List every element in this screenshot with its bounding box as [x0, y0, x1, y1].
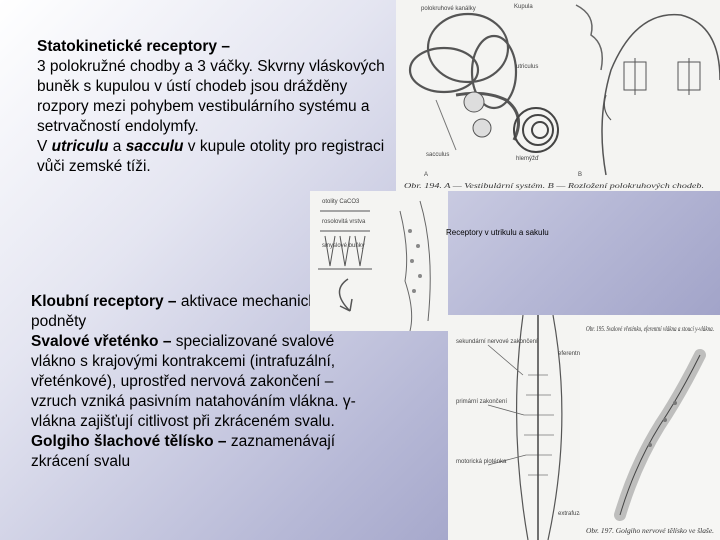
- statokinetic-description: 3 polokružné chodby a 3 váčky. Skvrny vl…: [37, 58, 385, 135]
- label-sacculus: sacculus: [426, 152, 449, 158]
- proprioceptor-text: Kloubní receptory – aktivace mechanickým…: [31, 292, 361, 472]
- golgi-tendon-figure: Obr. 195. Svalové vřeténko, eferentní vl…: [580, 315, 720, 540]
- text-a: a: [108, 138, 126, 155]
- label-secondary-ending: sekundární nervové zakončení: [456, 339, 538, 345]
- label-a: A: [424, 172, 428, 178]
- label-primary-ending: primární zakončení: [456, 399, 507, 405]
- otolith-receptors-figure: otolity CaCO3 rosolovitá vrstva smyslové…: [310, 191, 448, 331]
- golgi-organ-heading: Golgiho šlachové tělísko –: [31, 433, 227, 450]
- golgi-organ-text: zaznamenávají zkrácení svalu: [31, 433, 336, 470]
- otolith-drawing: otolity CaCO3 rosolovitá vrstva smyslové…: [318, 199, 431, 331]
- joint-receptors-text: aktivace mechanickými podněty: [31, 293, 341, 330]
- label-motor-plate: motorická ploténka: [456, 459, 507, 465]
- label-kupula: Kupula: [514, 4, 533, 10]
- label-b: B: [578, 172, 582, 178]
- label-utriculus: utriculus: [516, 64, 538, 70]
- label-otoliths: otolity CaCO3: [322, 199, 360, 205]
- statokinetic-text: Statokinetické receptory – 3 polokružné …: [37, 37, 397, 177]
- label-canals: polokruhové kanálky: [421, 6, 476, 12]
- receptors-caption: Receptory v utrikulu a sakulu: [446, 228, 549, 237]
- vestibular-drawing: polokruhové kanálky Kupula utriculus sac…: [404, 4, 720, 190]
- label-gel-layer: rosolovitá vrstva: [322, 219, 366, 225]
- muscle-spindle-text: specializované svalové vlákno s krajovým…: [31, 333, 356, 430]
- muscle-spindle-heading: Svalové vřeténko –: [31, 333, 172, 350]
- label-hair-cells: smyslové buňky: [322, 243, 365, 249]
- joint-receptors-heading: Kloubní receptory –: [31, 293, 177, 310]
- text-v: V: [37, 138, 52, 155]
- spindle-caption: Obr. 195. Svalové vřeténko, eferentní vl…: [586, 324, 714, 333]
- term-sacculu: sacculu: [125, 138, 184, 155]
- vestibular-system-figure: polokruhové kanálky Kupula utriculus sac…: [396, 0, 720, 191]
- text-rest: v kupule otolity pro registraci vůči zem…: [37, 138, 385, 175]
- label-cochlea: hlemýžď: [516, 156, 539, 162]
- golgi-drawing: Obr. 195. Svalové vřeténko, eferentní vl…: [586, 324, 714, 535]
- golgi-caption: Obr. 197. Golgiho nervové tělísko ve šla…: [586, 526, 714, 535]
- term-utriculu: utriculu: [51, 138, 109, 155]
- statokinetic-heading: Statokinetické receptory –: [37, 38, 230, 55]
- vestibular-caption: Obr. 194. A — Vestibulární systém. B — R…: [404, 181, 704, 190]
